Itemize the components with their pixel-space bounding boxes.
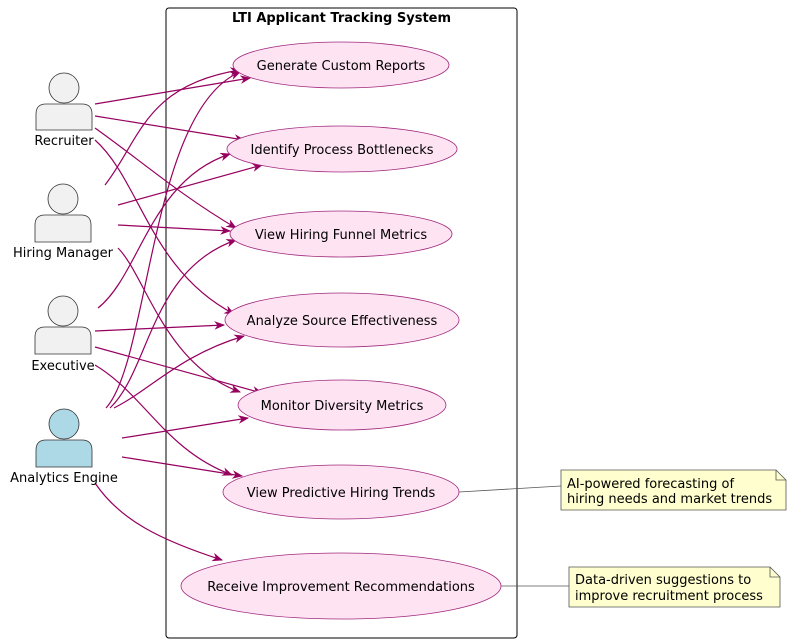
note-improvement-recommendations: Data-driven suggestions to improve recru… bbox=[568, 566, 781, 608]
use-case-identify-process-bottlenecks[interactable]: Identify Process Bottlenecks bbox=[226, 125, 458, 173]
use-case-generate-custom-reports[interactable]: Generate Custom Reports bbox=[232, 41, 450, 89]
actor-body-icon bbox=[34, 214, 92, 243]
note-line: improve recruitment process bbox=[575, 589, 763, 604]
actor-analytics-engine[interactable]: Analytics Engine bbox=[10, 408, 118, 486]
association-analytics-engine-receive-improvement-recommendations bbox=[94, 482, 224, 562]
actor-body-icon bbox=[35, 439, 93, 468]
system-boundary bbox=[165, 7, 518, 639]
actor-body-icon bbox=[34, 326, 92, 355]
association-hiring-manager-generate-custom-reports bbox=[104, 67, 242, 186]
association-executive-monitor-diversity-metrics bbox=[94, 346, 264, 395]
note-line: Data-driven suggestions to bbox=[575, 573, 751, 588]
association-recruiter-generate-custom-reports bbox=[94, 75, 252, 105]
association-executive-view-predictive-hiring-trends bbox=[94, 364, 234, 476]
use-case-label: Analyze Source Effectiveness bbox=[247, 314, 438, 329]
association-hiring-manager-identify-process-bottlenecks bbox=[117, 163, 264, 206]
use-case-label: Monitor Diversity Metrics bbox=[261, 399, 424, 414]
use-case-view-predictive-hiring-trends[interactable]: View Predictive Hiring Trends bbox=[222, 464, 460, 520]
associations bbox=[94, 67, 264, 562]
actor-hiring-manager[interactable]: Hiring Manager bbox=[13, 183, 114, 261]
note-line: hiring needs and market trends bbox=[567, 492, 772, 507]
actor-executive[interactable]: Executive bbox=[31, 295, 95, 374]
system-title: LTI Applicant Tracking System bbox=[232, 11, 451, 26]
association-recruiter-view-hiring-funnel-metrics bbox=[94, 127, 237, 229]
actor-label: Executive bbox=[31, 359, 94, 374]
actors: Recruiter Hiring Manager Executive Analy… bbox=[10, 72, 118, 486]
use-case-label: Identify Process Bottlenecks bbox=[250, 143, 433, 158]
association-hiring-manager-monitor-diversity-metrics bbox=[117, 247, 242, 393]
actor-head-icon bbox=[47, 295, 79, 327]
actor-head-icon bbox=[48, 72, 80, 104]
association-executive-analyze-source-effectiveness bbox=[94, 321, 226, 332]
association-hiring-manager-view-hiring-funnel-metrics bbox=[117, 224, 232, 235]
association-analytics-engine-monitor-diversity-metrics bbox=[121, 415, 250, 439]
use-case-label: Receive Improvement Recommendations bbox=[207, 580, 475, 595]
actor-head-icon bbox=[47, 183, 79, 215]
use-case-label: View Predictive Hiring Trends bbox=[247, 486, 436, 501]
association-analytics-engine-view-hiring-funnel-metrics bbox=[109, 239, 238, 409]
association-analytics-engine-view-predictive-hiring-trends bbox=[121, 456, 244, 479]
use-case-label: View Hiring Funnel Metrics bbox=[255, 228, 428, 243]
actor-label: Analytics Engine bbox=[10, 471, 118, 486]
association-analytics-engine-analyze-source-effectiveness bbox=[113, 334, 246, 409]
association-recruiter-identify-process-bottlenecks bbox=[94, 115, 246, 143]
association-executive-identify-process-bottlenecks bbox=[97, 152, 232, 309]
association-analytics-engine-generate-custom-reports bbox=[105, 71, 241, 409]
use-case-view-hiring-funnel-metrics[interactable]: View Hiring Funnel Metrics bbox=[229, 210, 453, 258]
actor-label: Recruiter bbox=[34, 134, 94, 149]
note-connector bbox=[458, 485, 562, 493]
actor-head-icon bbox=[48, 408, 80, 440]
actor-recruiter[interactable]: Recruiter bbox=[34, 72, 94, 149]
use-case-analyze-source-effectiveness[interactable]: Analyze Source Effectiveness bbox=[224, 292, 460, 348]
actor-label: Hiring Manager bbox=[13, 246, 114, 261]
use-case-receive-improvement-recommendations[interactable]: Receive Improvement Recommendations bbox=[180, 552, 502, 620]
use-case-label: Generate Custom Reports bbox=[257, 59, 426, 74]
use-case-monitor-diversity-metrics[interactable]: Monitor Diversity Metrics bbox=[237, 379, 447, 431]
notes: AI-powered forecasting of hiring needs a… bbox=[458, 469, 787, 608]
note-line: AI-powered forecasting of bbox=[567, 477, 734, 492]
use-cases: Generate Custom Reports Identify Process… bbox=[180, 41, 502, 620]
actor-body-icon bbox=[35, 103, 93, 131]
association-recruiter-analyze-source-effectiveness bbox=[94, 139, 235, 315]
note-predictive-hiring-trends: AI-powered forecasting of hiring needs a… bbox=[560, 469, 787, 511]
